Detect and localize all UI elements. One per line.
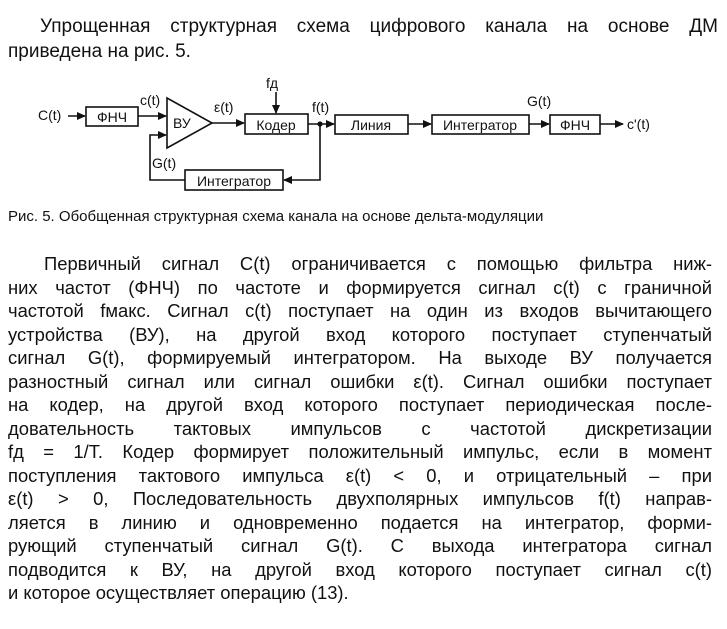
subtractor-triangle (166, 96, 214, 150)
body-line: них частот (ФНЧ) по частоте и формируетс… (8, 276, 712, 298)
body-line: на кодер, на другой вход которого поступ… (8, 394, 712, 415)
block-diagram: C(t) ФНЧ c(t) ВУ ε(t) fд Кодер f(t) Лини… (38, 75, 650, 191)
body-paragraph: Первичный сигнал C(t) ограничивается с п… (8, 252, 712, 605)
figure-caption: Рис. 5. Обобщенная структурная схема кан… (8, 208, 544, 225)
body-line: довательность тактовых импульсов с часто… (8, 417, 712, 439)
feedback-integrator-label: Интегратор (197, 173, 271, 189)
g-feedback-label: G(t) (152, 155, 176, 171)
intro-paragraph: Упрощенная структурная схема цифрового к… (8, 14, 718, 64)
feedback-return-line (149, 131, 185, 181)
line-block-label: Линия (351, 117, 391, 133)
body-line: fд = 1/T. Кодер формирует положительный … (8, 441, 712, 462)
body-line: ε(t) > 0, Последовательность двухполярны… (8, 488, 712, 509)
body-line: подводится к ВУ, на другой вход которого… (8, 558, 712, 580)
body-line: частотой fмакс. Сигнал c(t) поступает на… (8, 300, 712, 321)
body-line: ляется в линию и одновременно подается н… (8, 511, 712, 533)
f-signal-label: f(t) (312, 99, 329, 115)
feedback-down-line (283, 124, 321, 184)
clock-frequency-label: fд (266, 75, 278, 91)
g-top-label: G(t) (527, 93, 551, 109)
body-line: и которое осуществляет операцию (13). (8, 582, 349, 603)
intro-line-2: приведена на рис. 5. (8, 41, 191, 62)
output-lpf-label: ФНЧ (560, 117, 590, 133)
coder-label: Кодер (256, 117, 296, 133)
body-line: разностный сигнал или сигнал ошибки ε(t)… (8, 370, 712, 392)
c-signal-label: c(t) (140, 92, 160, 108)
intro-line-1: Упрощенная структурная схема цифрового к… (40, 16, 718, 37)
input-lpf-label: ФНЧ (97, 109, 127, 125)
epsilon-label: ε(t) (214, 99, 233, 115)
body-line: рующий ступенчатый сигнал G(t). С выхода… (8, 535, 712, 556)
output-signal-label: c'(t) (627, 116, 650, 132)
output-integrator-label: Интегратор (443, 117, 517, 133)
body-line: устройства (ВУ), на другой вход которого… (8, 323, 712, 345)
body-line: Первичный сигнал C(t) ограничивается с п… (44, 253, 712, 274)
body-line: поступления тактового импульса ε(t) < 0,… (8, 464, 712, 486)
input-signal-label: C(t) (38, 107, 61, 123)
subtractor-label: ВУ (173, 115, 191, 131)
body-line: сигнал G(t), формируемый интегратором. Н… (8, 347, 712, 368)
